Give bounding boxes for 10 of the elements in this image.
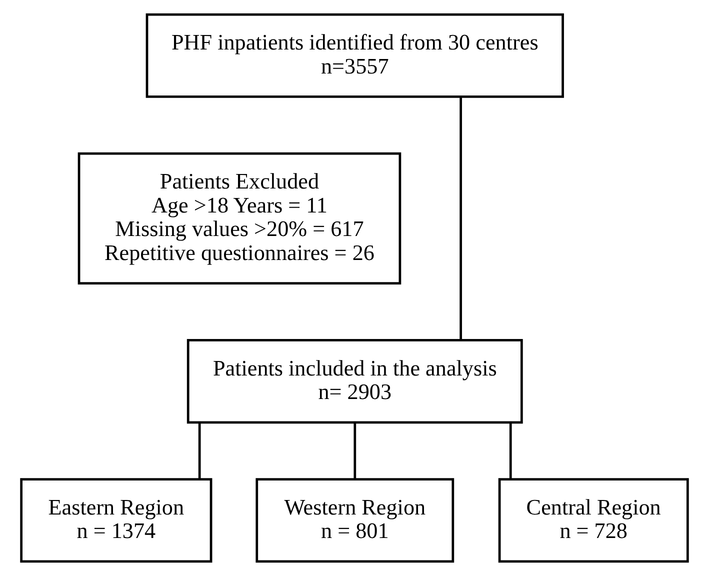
connector — [198, 423, 201, 480]
node-box: PHF inpatients identified from 30 centres n=3557 — [146, 13, 564, 98]
node-box: Western Region n = 801 — [256, 478, 454, 563]
node-box: Eastern Region n = 1374 — [20, 478, 212, 563]
node-box: Patients Excluded Age >18 Years = 11 Missing values >20% = 617 Repetitive questionnaires = 26 — [78, 152, 402, 284]
connector — [460, 96, 462, 340]
node-box: Patients included in the analysis n= 2903 — [186, 338, 523, 424]
connector — [354, 423, 356, 480]
connector — [509, 423, 512, 480]
node-box: Central Region n = 728 — [498, 478, 689, 563]
